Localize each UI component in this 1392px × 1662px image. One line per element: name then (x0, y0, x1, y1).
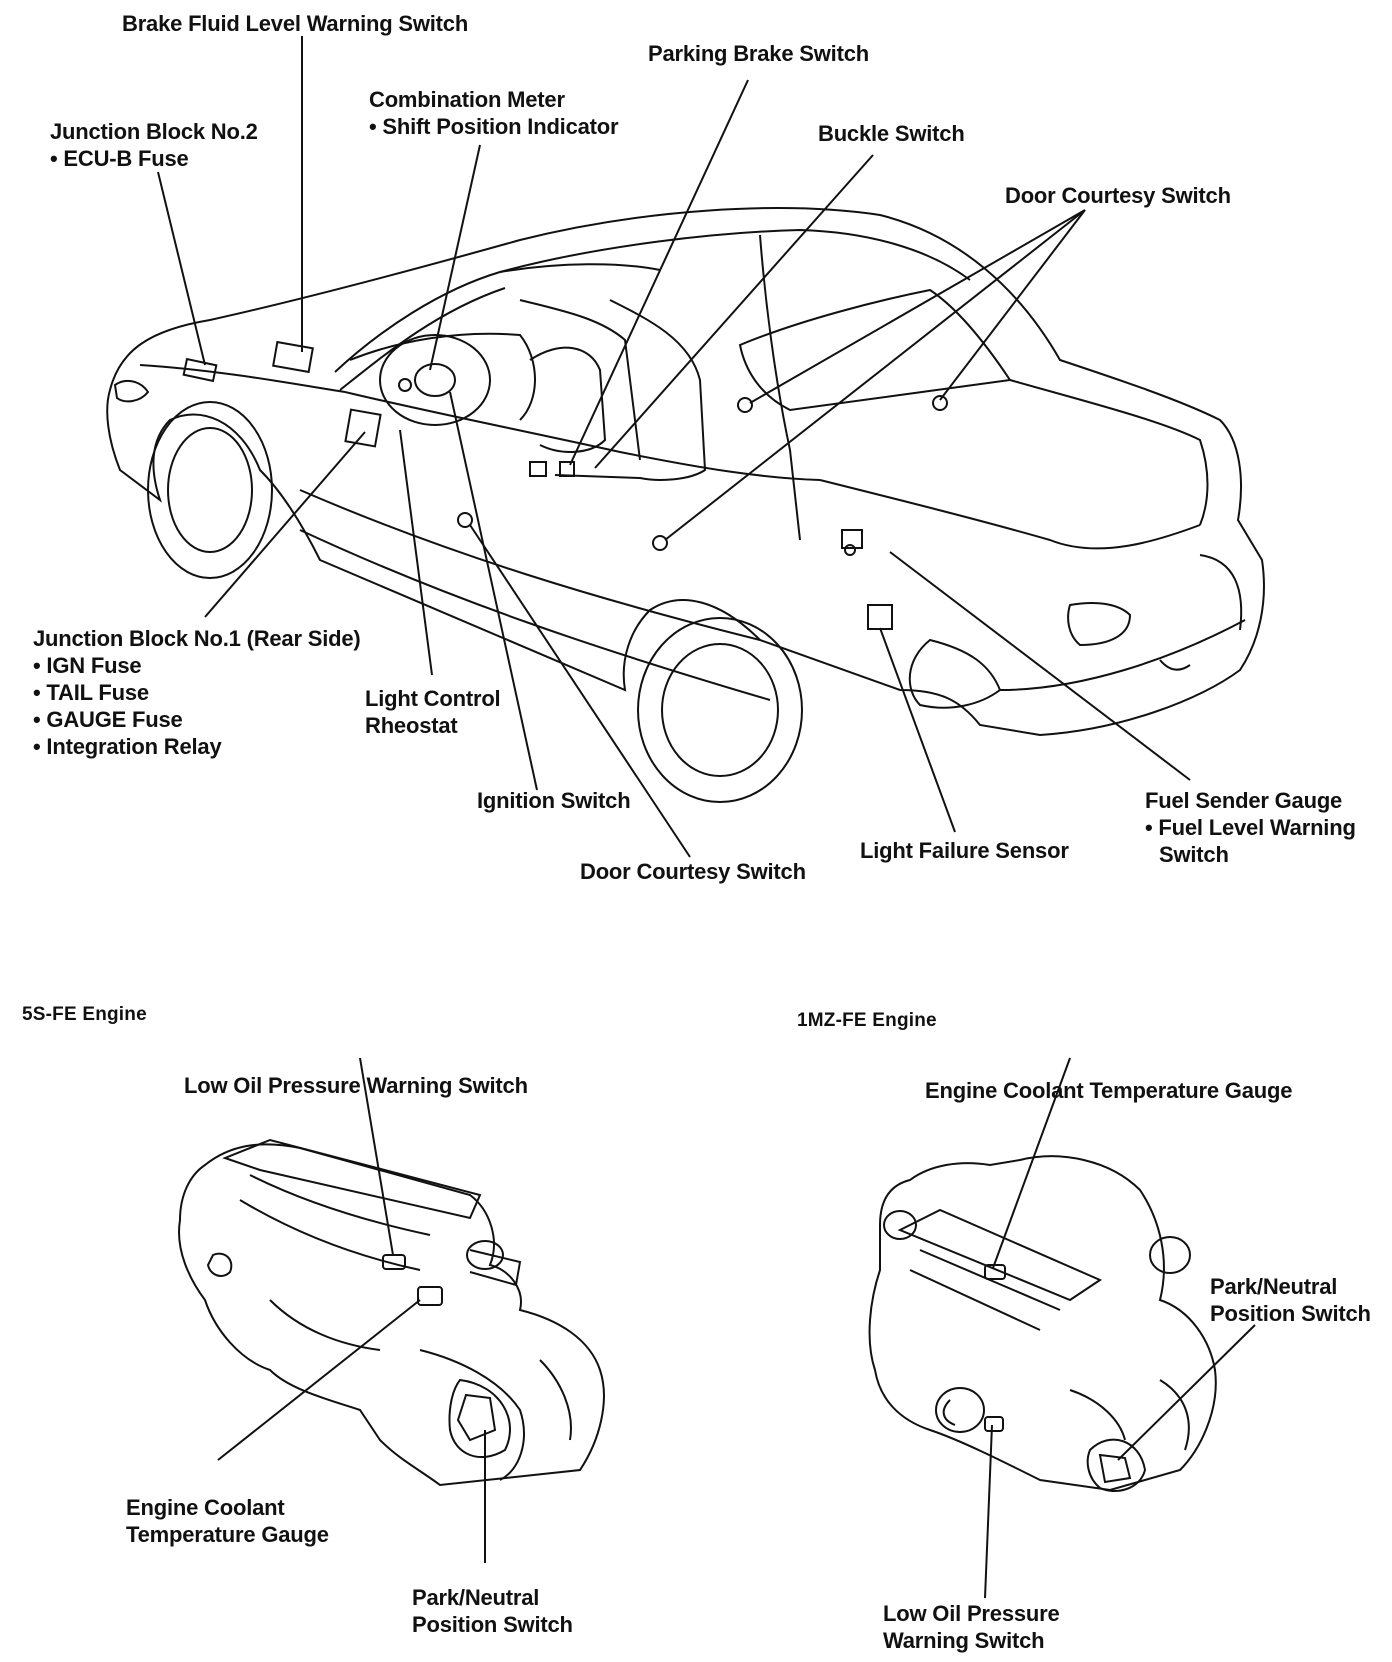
fuel-sender-line-3: Switch (1159, 842, 1229, 867)
label-ignition-switch: Ignition Switch (477, 788, 631, 813)
1mzfe-park-neutral-line-2: Position Switch (1210, 1301, 1371, 1326)
junction-block-2-line-2: • ECU-B Fuse (50, 146, 189, 171)
label-1mzfe-low-oil-pressure-warning-switch: Low Oil Pressure Warning Switch (883, 1600, 1060, 1654)
5sfe-park-neutral-line-2: Position Switch (412, 1612, 573, 1637)
1mzfe-low-oil-line-2: Warning Switch (883, 1628, 1045, 1653)
light-control-line-1: Light Control (365, 686, 501, 711)
1mzfe-low-oil-line-1: Low Oil Pressure (883, 1601, 1060, 1626)
label-5sfe-park-neutral-position-switch: Park/Neutral Position Switch (412, 1584, 573, 1638)
label-1mzfe-park-neutral-position-switch: Park/Neutral Position Switch (1210, 1273, 1371, 1327)
engine-5sfe-leader-lines (217, 1057, 486, 1563)
engine-1mzfe-leader-lines (984, 1057, 1256, 1599)
light-control-line-2: Rheostat (365, 713, 458, 738)
label-combination-meter: Combination Meter • Shift Position Indic… (369, 86, 619, 140)
label-junction-block-2: Junction Block No.2 • ECU-B Fuse (50, 118, 258, 172)
1mzfe-park-neutral-line-1: Park/Neutral (1210, 1274, 1338, 1299)
junction-block-1-line-3: • TAIL Fuse (33, 680, 149, 705)
5sfe-coolant-line-1: Engine Coolant (126, 1495, 285, 1520)
car-leader-lines (157, 36, 1191, 858)
label-5sfe-engine-coolant-temperature-gauge: Engine Coolant Temperature Gauge (126, 1494, 329, 1548)
label-door-courtesy-switch-rear: Door Courtesy Switch (1005, 183, 1231, 208)
label-light-failure-sensor: Light Failure Sensor (860, 838, 1069, 863)
fuel-sender-line-1: Fuel Sender Gauge (1145, 788, 1343, 813)
fuel-sender-line-2: • Fuel Level Warning (1145, 815, 1356, 840)
junction-block-2-line-1: Junction Block No.2 (50, 119, 258, 144)
junction-block-1-line-4: • GAUGE Fuse (33, 707, 183, 732)
label-5sfe-low-oil-pressure-warning-switch: Low Oil Pressure Warning Switch (184, 1073, 528, 1098)
label-buckle-switch: Buckle Switch (818, 121, 965, 146)
junction-block-1-line-5: • Integration Relay (33, 734, 222, 759)
5sfe-park-neutral-line-1: Park/Neutral (412, 1585, 540, 1610)
junction-block-1-line-2: • IGN Fuse (33, 653, 142, 678)
section-title-1mzfe-engine: 1MZ-FE Engine (797, 1010, 937, 1031)
junction-block-1-line-1: Junction Block No.1 (Rear Side) (33, 626, 361, 651)
label-1mzfe-engine-coolant-temperature-gauge: Engine Coolant Temperature Gauge (925, 1078, 1293, 1103)
section-title-5sfe-engine: 5S-FE Engine (22, 1004, 147, 1025)
label-fuel-sender-gauge: Fuel Sender Gauge • Fuel Level Warning S… (1145, 787, 1356, 868)
5sfe-coolant-line-2: Temperature Gauge (126, 1522, 329, 1547)
car-illustration (106, 207, 1265, 803)
label-junction-block-1: Junction Block No.1 (Rear Side) • IGN Fu… (33, 625, 361, 760)
label-light-control-rheostat: Light Control Rheostat (365, 685, 501, 739)
label-door-courtesy-switch-front: Door Courtesy Switch (580, 859, 806, 884)
engine-5sfe-illustration (178, 1138, 605, 1487)
label-parking-brake-switch: Parking Brake Switch (648, 41, 869, 66)
engine-1mzfe-illustration (868, 1155, 1217, 1492)
combination-meter-line-1: Combination Meter (369, 87, 565, 112)
label-brake-fluid-level-warning-switch: Brake Fluid Level Warning Switch (122, 11, 469, 36)
combination-meter-line-2: • Shift Position Indicator (369, 114, 619, 139)
